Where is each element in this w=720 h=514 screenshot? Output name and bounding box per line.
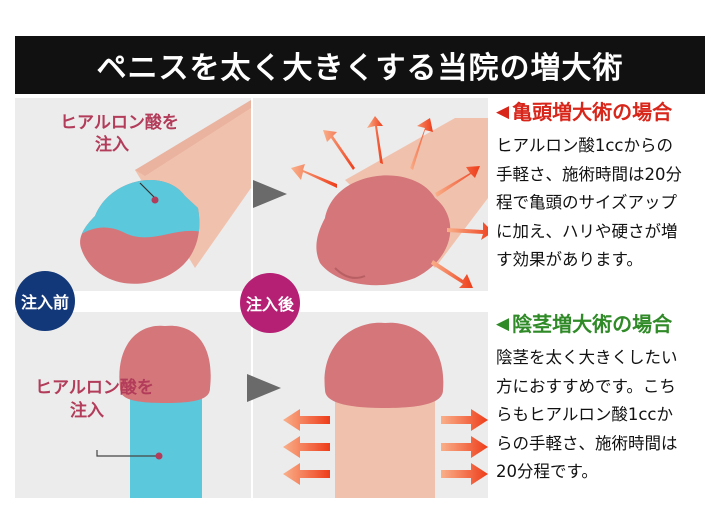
- before-badge-label: 注入前: [21, 293, 69, 312]
- illustration-panel: ヒアルロン酸を 注入 注入前 注入後 ヒアルロン酸を 注入: [15, 98, 488, 498]
- section-heading-shaft: ◀ 陰茎増大術の場合: [496, 310, 710, 338]
- injection-label-top-line2: 注入: [95, 134, 129, 155]
- injection-label-bottom-line2: 注入: [70, 400, 104, 421]
- triangle-left-icon: ◀: [496, 102, 510, 122]
- page-title: ペニスを太く大きくする当院の増大術: [15, 36, 705, 94]
- section-heading-glans: ◀ 亀頭増大術の場合: [496, 98, 710, 126]
- section-glans: ◀ 亀頭増大術の場合 ヒアルロン酸1ccからの 手軽さ、施術時間は20分 程で亀…: [496, 98, 710, 275]
- section-heading-text: 亀頭増大術の場合: [512, 100, 673, 124]
- penis-illustration-before-top: [80, 100, 251, 284]
- section-body-glans: ヒアルロン酸1ccからの 手軽さ、施術時間は20分 程で亀頭のサイズアップ に加…: [496, 136, 682, 269]
- injection-label-bottom-line1: ヒアルロン酸を: [35, 377, 154, 398]
- injection-label-top-line1: ヒアルロン酸を: [60, 112, 179, 133]
- triangle-left-icon: ◀: [496, 314, 510, 334]
- section-body-shaft: 陰茎を太く大きくしたい 方におすすめです。こち らもヒアルロン酸1ccか らの手…: [496, 348, 678, 481]
- arrow-right-gray-icon: [253, 180, 287, 208]
- before-badge: [15, 271, 75, 331]
- explanation-column: ◀ 亀頭増大術の場合 ヒアルロン酸1ccからの 手軽さ、施術時間は20分 程で亀…: [496, 98, 710, 481]
- section-heading-text: 陰茎増大術の場合: [512, 312, 673, 336]
- arrow-right-gray-icon: [247, 374, 281, 402]
- arrow-outward-icon: [291, 116, 488, 288]
- arrow-outward-icon: [283, 409, 488, 485]
- penis-illustration-before-bottom: [96, 325, 211, 498]
- penis-illustration-after-bottom: [324, 322, 444, 498]
- after-badge-label: 注入後: [246, 295, 295, 314]
- section-shaft: ◀ 陰茎増大術の場合 陰茎を太く大きくしたい 方におすすめです。こち らもヒアル…: [496, 310, 710, 487]
- after-badge: [240, 273, 300, 333]
